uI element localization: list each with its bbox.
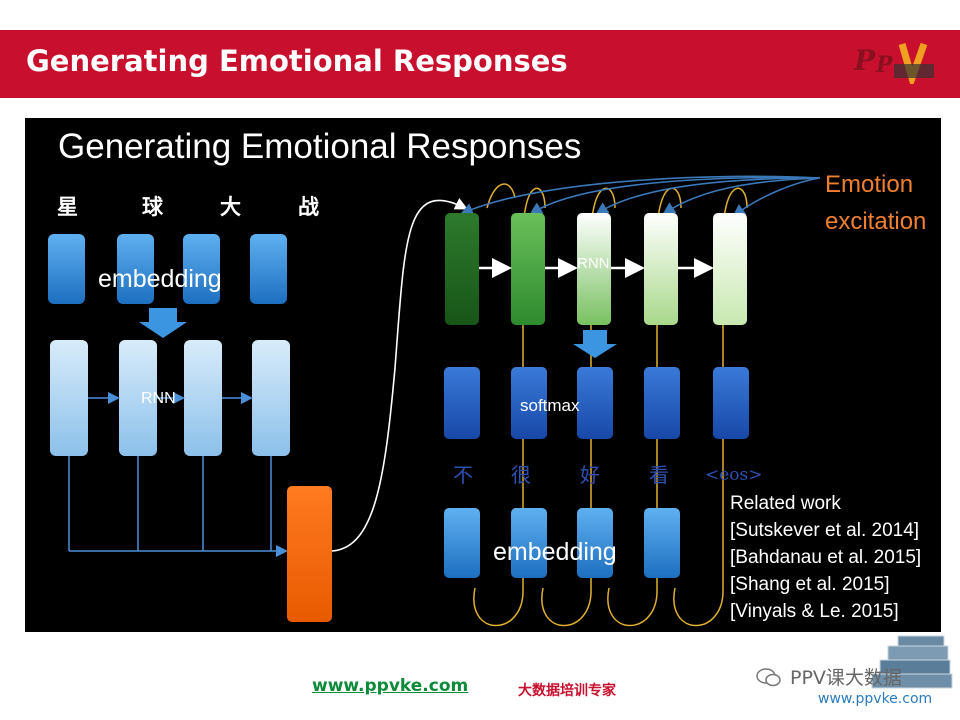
output-token: 很	[511, 463, 531, 487]
decoder-rnn-box	[445, 213, 479, 325]
encoder-rnn-boxes	[50, 340, 290, 456]
softmax-label: softmax	[520, 396, 580, 415]
encoder-embedding-boxes	[48, 234, 287, 304]
decoder-rnn-box	[577, 213, 611, 325]
svg-text:P: P	[875, 52, 894, 78]
related-work-title: Related work	[730, 493, 841, 514]
book-stack-icon	[871, 635, 953, 689]
slide-title: Generating Emotional Responses	[58, 127, 581, 166]
emotion-label-line2: excitation	[825, 208, 926, 235]
softmax-box	[511, 367, 547, 439]
output-token: 不	[453, 463, 473, 487]
input-char: 战	[298, 195, 319, 219]
decoder-rnn-boxes	[445, 213, 747, 325]
input-char: 大	[220, 195, 241, 219]
softmax-box	[713, 367, 749, 439]
decoder-embedding-box	[511, 508, 547, 578]
seq2seq-diagram: Generating Emotional Responses 星 球 大 战 e…	[48, 127, 926, 627]
output-token: 看	[649, 463, 669, 487]
decoder-embedding-label: embedding	[493, 538, 617, 566]
decoder-embedding-boxes	[444, 508, 680, 578]
embedding-box	[183, 234, 220, 304]
slide-image: Generating Emotional Responses 星 球 大 战 e…	[25, 118, 941, 632]
header-title: Generating Emotional Responses	[26, 44, 568, 78]
down-arrow-icon	[573, 330, 617, 358]
rnn-box	[50, 340, 88, 456]
softmax-boxes	[444, 367, 749, 439]
decoder-rnn-box	[644, 213, 678, 325]
watermark-url: www.ppvke.com	[818, 691, 933, 707]
input-char: 球	[142, 195, 164, 219]
rnn-box	[252, 340, 290, 456]
related-work-item: [Shang et al. 2015]	[730, 574, 890, 595]
related-work-item: [Vinyals & Le. 2015]	[730, 601, 899, 622]
watermark-account-name: PPV课大数据	[790, 667, 902, 689]
ppv-logo: P P	[853, 42, 934, 84]
decoder-embedding-box	[577, 508, 613, 578]
emotion-label-line1: Emotion	[825, 171, 913, 198]
footer-url-link[interactable]: www.ppvke.com	[312, 676, 469, 696]
footer-slogan: 大数据培训专家	[518, 683, 616, 699]
embedding-label: embedding	[98, 265, 222, 293]
decoder-rnn-box	[713, 213, 747, 325]
softmax-box	[444, 367, 480, 439]
wechat-icon	[756, 668, 781, 687]
down-arrow-icon	[139, 308, 187, 338]
decoder-rnn-label: RNN	[577, 255, 610, 272]
output-token: <eos>	[705, 465, 763, 485]
context-vector-box	[287, 486, 332, 622]
decoder-rnn-box	[511, 213, 545, 325]
softmax-box	[577, 367, 613, 439]
related-work-item: [Bahdanau et al. 2015]	[730, 547, 921, 568]
softmax-box	[644, 367, 680, 439]
related-work-item: [Sutskever et al. 2014]	[730, 520, 919, 541]
emotion-arrows	[460, 175, 821, 217]
embedding-box	[250, 234, 287, 304]
rnn-box	[184, 340, 222, 456]
decoder-embedding-box	[444, 508, 480, 578]
decoder-embedding-box	[644, 508, 680, 578]
rnn-box	[119, 340, 157, 456]
header-bar: Generating Emotional Responses	[0, 30, 960, 98]
context-to-decoder-arrow	[331, 197, 468, 552]
svg-text:P: P	[853, 44, 876, 77]
input-char: 星	[57, 195, 78, 219]
output-token: 好	[580, 463, 600, 487]
embedding-box	[117, 234, 154, 304]
encoder-rnn-label: RNN	[141, 390, 176, 407]
embedding-box	[48, 234, 85, 304]
